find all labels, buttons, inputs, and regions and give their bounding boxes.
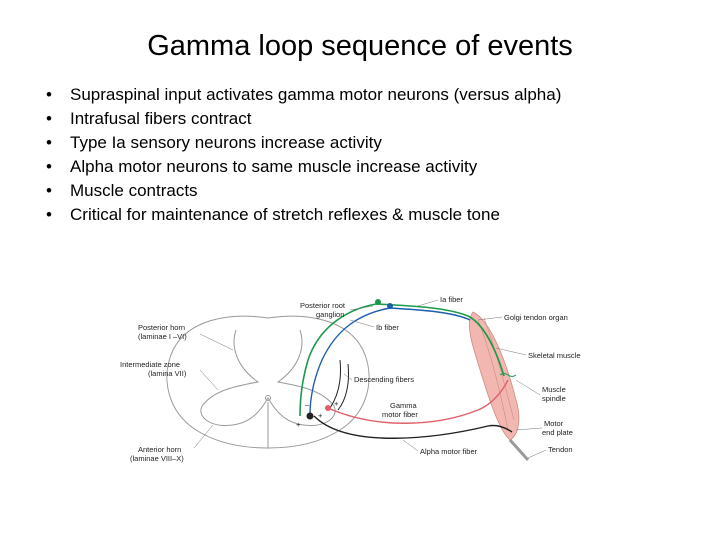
label-intermediate-zone: Intermediate zone	[120, 360, 180, 369]
label-anterior-horn-laminae: (laminae VIII–X)	[130, 454, 184, 463]
label-motor: Motor	[544, 419, 564, 428]
descending-fibers-path	[329, 359, 349, 411]
bullet-item: Muscle contracts	[44, 182, 604, 201]
bullet-item: Supraspinal input activates gamma motor …	[44, 86, 604, 105]
label-ganglion: ganglion	[316, 310, 344, 319]
ganglion-cell-ia	[375, 299, 381, 305]
label-posterior-root: Posterior root	[300, 301, 346, 310]
bullet-list: Supraspinal input activates gamma motor …	[44, 86, 604, 230]
ia-fiber-path	[299, 303, 505, 417]
label-posterior-horn: Posterior horn	[138, 323, 185, 332]
label-descending-fibers: Descending fibers	[354, 375, 414, 384]
label-anterior-horn: Anterior horn	[138, 445, 181, 454]
label-skeletal-muscle: Skeletal muscle	[528, 351, 581, 360]
label-gamma: Gamma	[390, 401, 418, 410]
plus-sign: +	[296, 420, 301, 429]
label-spindle: spindle	[542, 394, 566, 403]
plus-sign: +	[318, 411, 323, 420]
bullet-item: Critical for maintenance of stretch refl…	[44, 206, 604, 225]
leader-lines	[193, 299, 547, 459]
minus-sign: –	[305, 400, 310, 409]
label-alpha-motor-fiber: Alpha motor fiber	[420, 447, 478, 456]
alpha-fiber-path	[313, 415, 513, 439]
label-posterior-horn-laminae: (laminae I –VI)	[138, 332, 187, 341]
skeletal-muscle	[468, 311, 530, 462]
bullet-item: Type Ia sensory neurons increase activit…	[44, 134, 604, 153]
ganglion-cell-ib	[387, 303, 393, 309]
muscle-spindle-icon	[499, 373, 517, 377]
label-ia-fiber: Ia fiber	[440, 295, 463, 304]
label-end-plate: end plate	[542, 428, 573, 437]
label-ib-fiber: Ib fiber	[376, 323, 399, 332]
label-gamma-motor-fiber: motor fiber	[382, 410, 418, 419]
gamma-loop-diagram: + + + – Posterior horn (laminae I –VI) I…	[120, 295, 581, 463]
label-intermediate-zone-lamina: (lamina VII)	[148, 369, 187, 378]
ib-fiber-path	[309, 307, 471, 415]
bullet-item: Intrafusal fibers contract	[44, 110, 604, 129]
gamma-fiber-path	[327, 379, 509, 424]
motor-neuron-gamma	[325, 405, 331, 411]
plus-sign: +	[334, 399, 339, 408]
motor-neuron-alpha	[306, 412, 314, 420]
label-golgi-tendon-organ: Golgi tendon organ	[504, 313, 568, 322]
spinal-cord-section	[166, 315, 370, 449]
bullet-item: Alpha motor neurons to same muscle incre…	[44, 158, 604, 177]
label-tendon: Tendon	[548, 445, 573, 454]
slide-title: Gamma loop sequence of events	[147, 30, 573, 62]
label-muscle: Muscle	[542, 385, 566, 394]
